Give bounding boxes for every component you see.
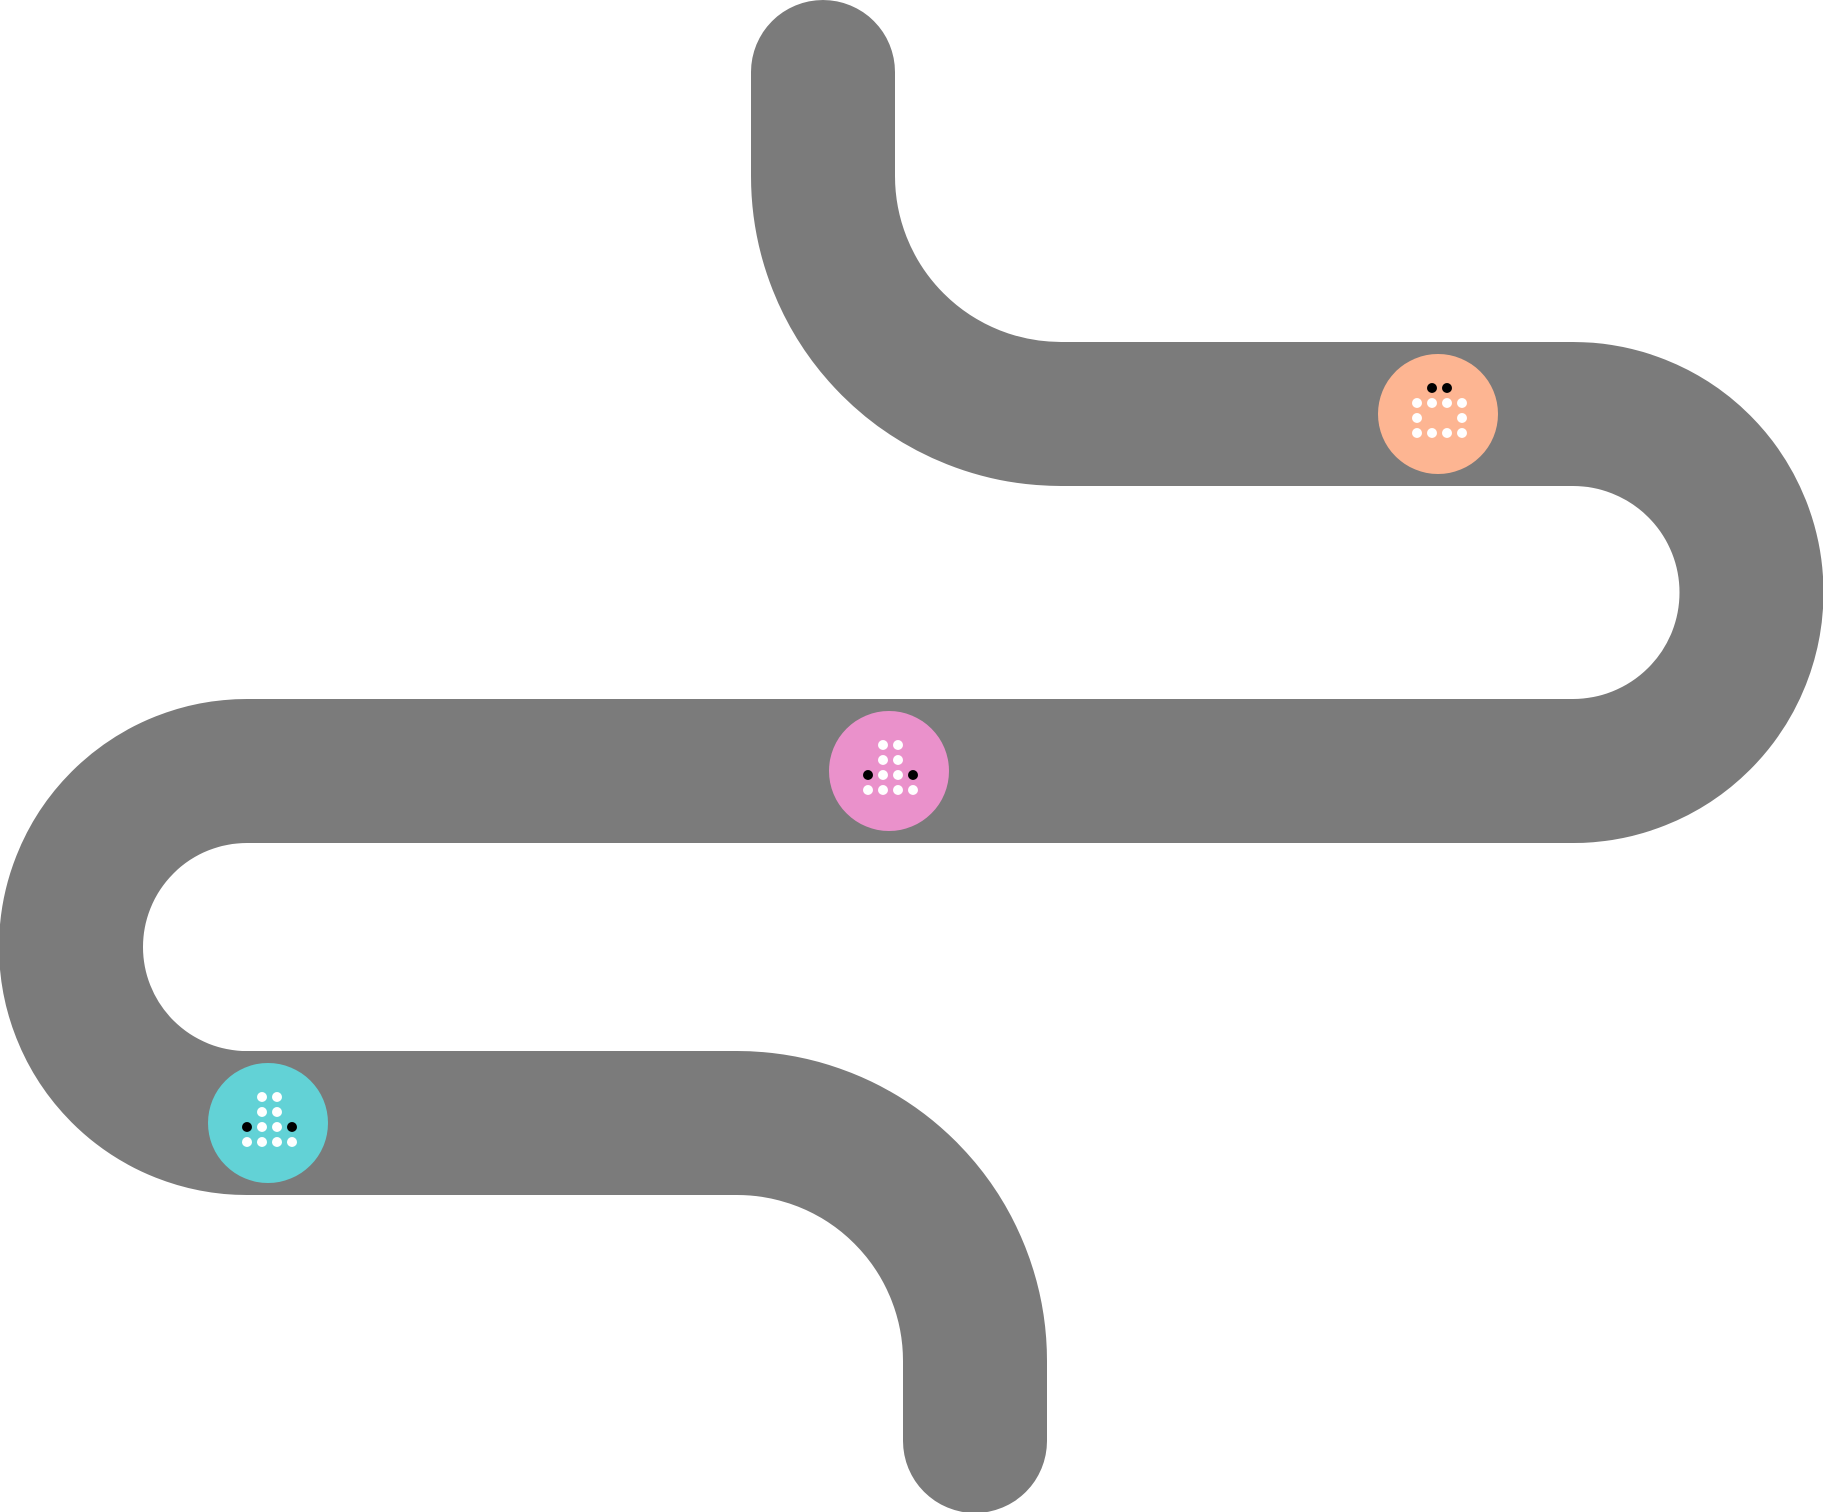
marker-dot xyxy=(257,1092,267,1102)
marker-dot xyxy=(287,1137,297,1147)
marker-dot xyxy=(1442,398,1452,408)
marker-disc xyxy=(829,711,949,831)
marker-dot xyxy=(1457,428,1467,438)
marker-disc xyxy=(208,1063,328,1183)
marker-dot xyxy=(1427,428,1437,438)
marker-dot xyxy=(257,1137,267,1147)
marker-dot xyxy=(908,785,918,795)
marker-dot xyxy=(257,1122,267,1132)
marker-dot xyxy=(1412,398,1422,408)
marker-dot xyxy=(1442,428,1452,438)
marker-dot xyxy=(893,755,903,765)
marker-disc xyxy=(1378,354,1498,474)
marker-highlight-dot xyxy=(242,1122,252,1132)
marker-dot xyxy=(1457,413,1467,423)
marker-dot xyxy=(878,770,888,780)
marker-highlight-dot xyxy=(1442,383,1452,393)
marker-dot xyxy=(272,1137,282,1147)
marker-dot xyxy=(1412,413,1422,423)
marker-cyan xyxy=(208,1063,328,1183)
marker-dot xyxy=(272,1092,282,1102)
marker-dot xyxy=(863,785,873,795)
marker-dot xyxy=(878,740,888,750)
marker-highlight-dot xyxy=(863,770,873,780)
marker-layer xyxy=(208,354,1498,1183)
marker-dot xyxy=(893,740,903,750)
marker-highlight-dot xyxy=(908,770,918,780)
marker-dot xyxy=(1427,398,1437,408)
marker-highlight-dot xyxy=(1427,383,1437,393)
marker-dot xyxy=(272,1107,282,1117)
marker-dot xyxy=(1412,428,1422,438)
marker-dot xyxy=(893,785,903,795)
marker-dot xyxy=(878,785,888,795)
marker-dot xyxy=(1457,398,1467,408)
marker-dot xyxy=(272,1122,282,1132)
marker-dot xyxy=(893,770,903,780)
marker-dot xyxy=(878,755,888,765)
marker-dot xyxy=(257,1107,267,1117)
marker-highlight-dot xyxy=(287,1122,297,1132)
marker-orange xyxy=(1378,354,1498,474)
marker-dot xyxy=(242,1137,252,1147)
marker-pink xyxy=(829,711,949,831)
